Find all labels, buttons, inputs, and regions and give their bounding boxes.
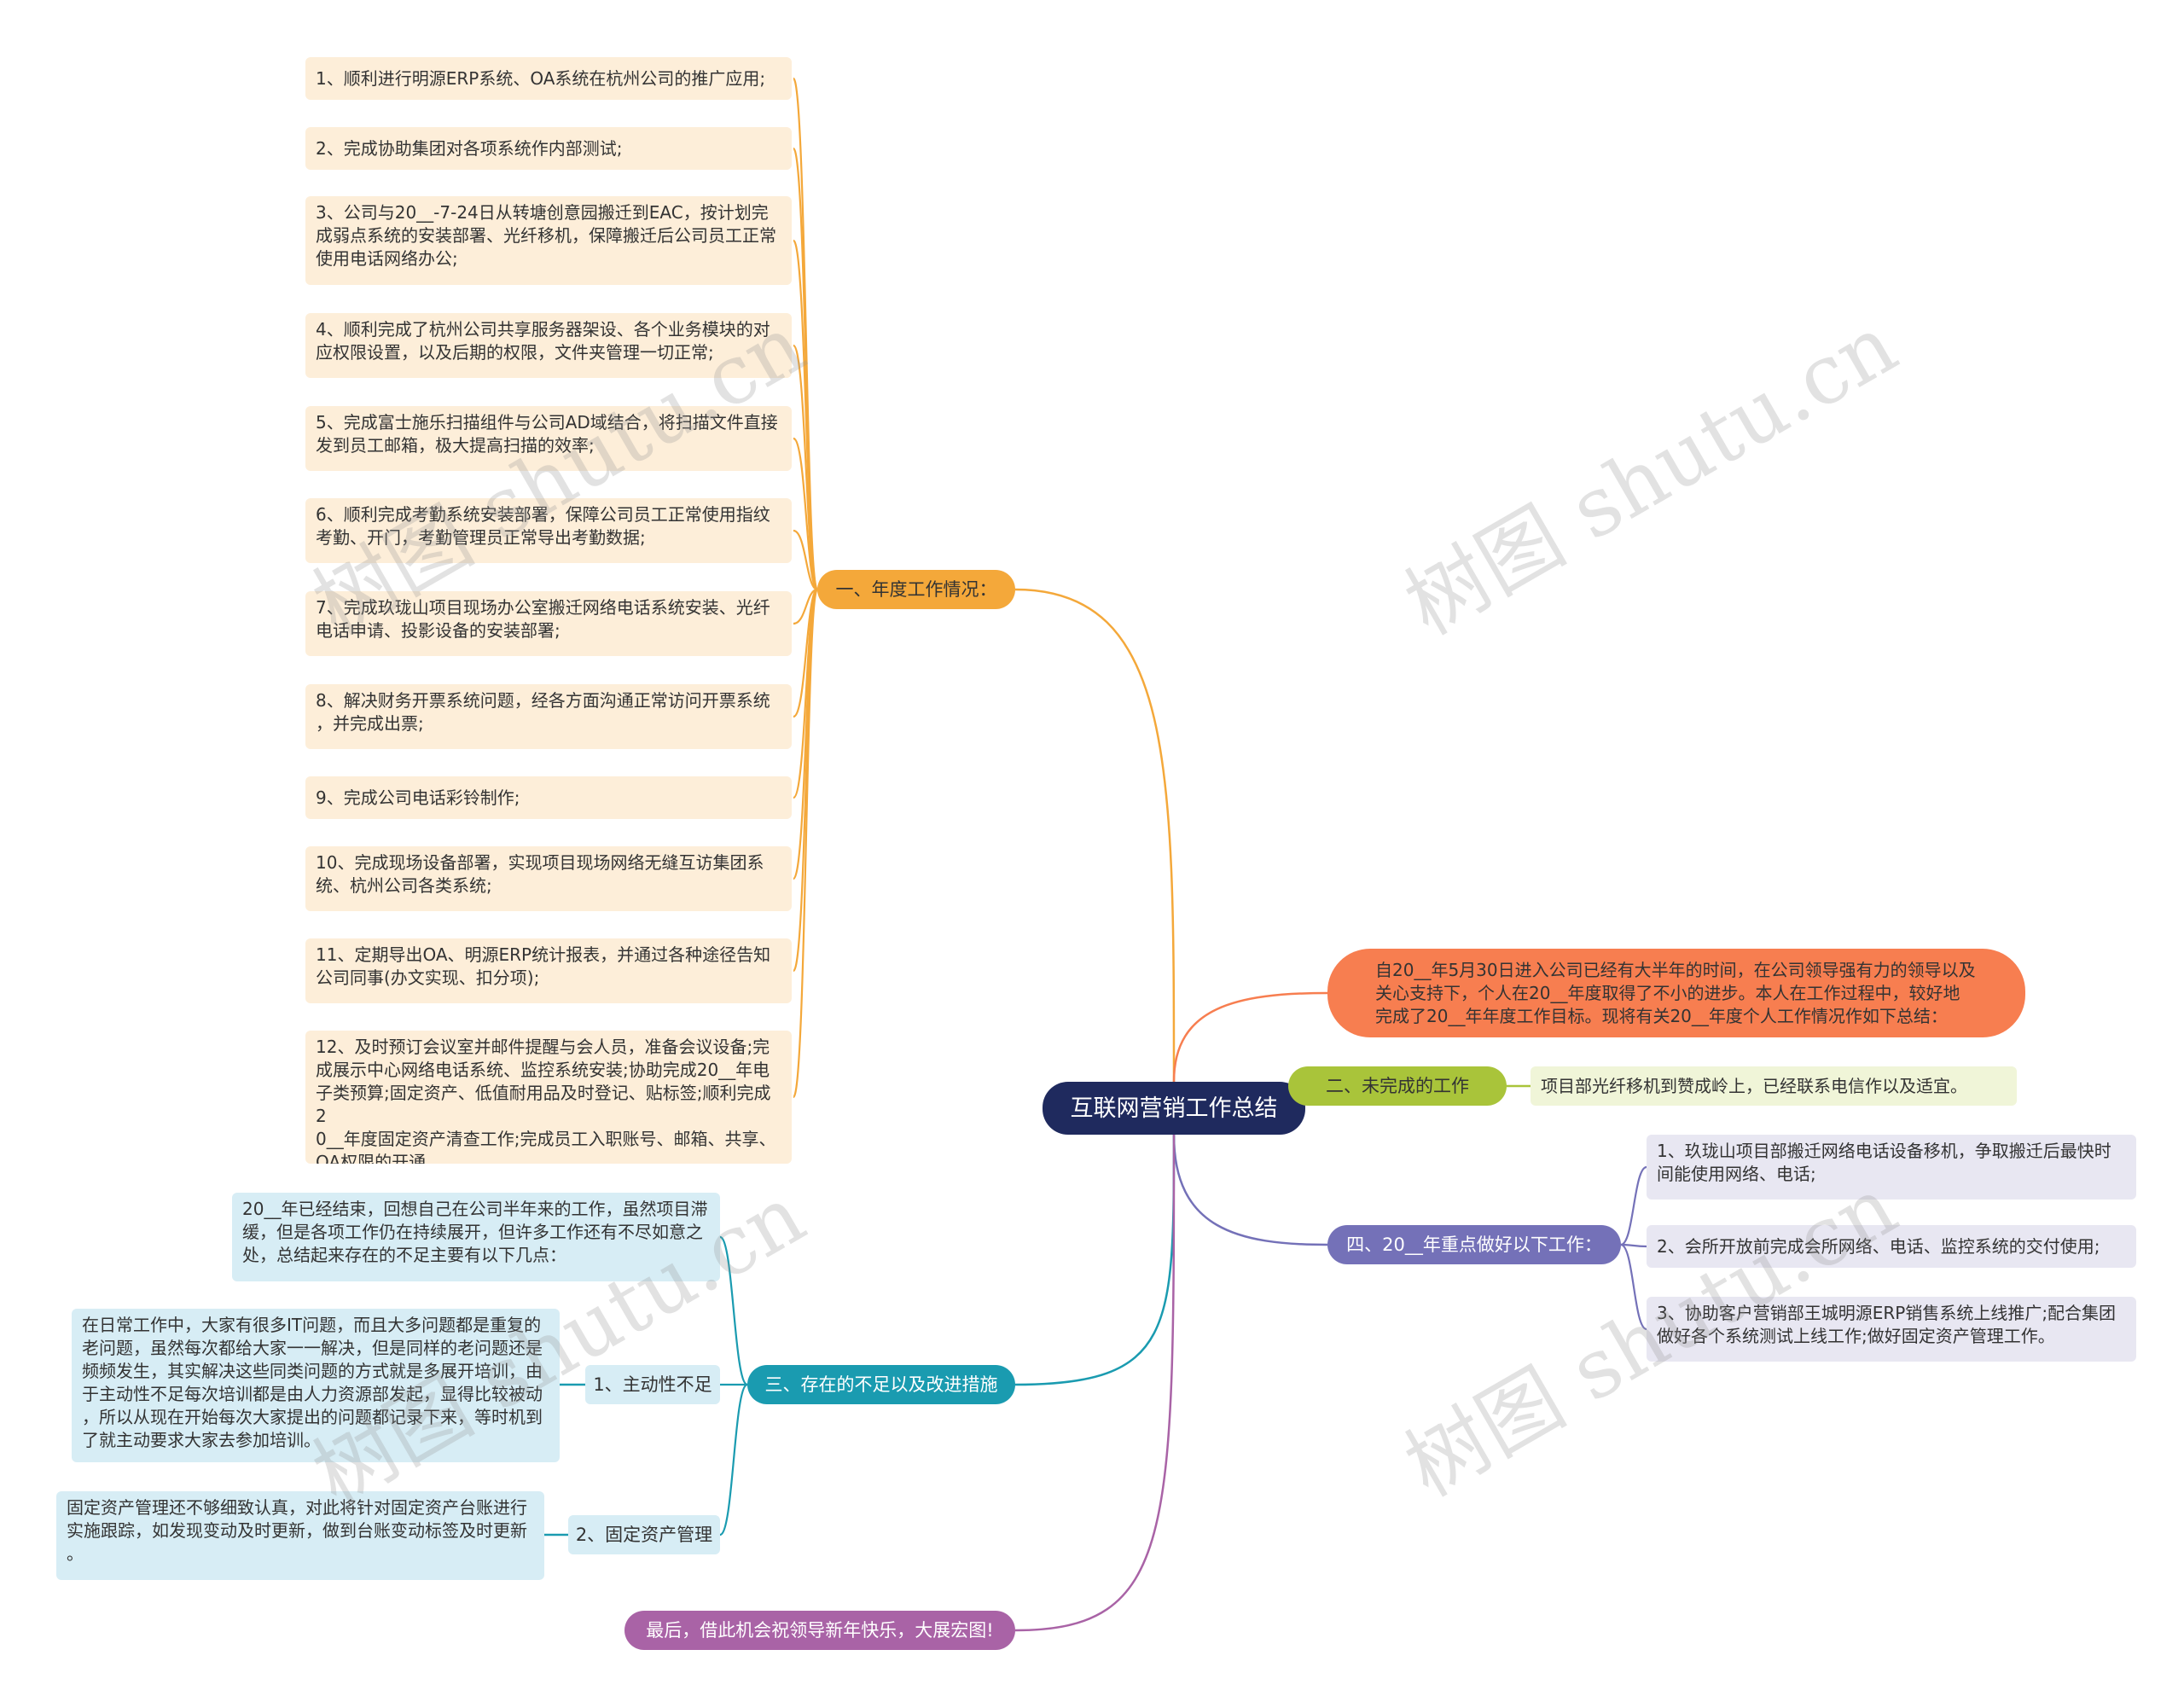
link-root-branch1 (1014, 588, 1176, 1083)
annual-item-9[interactable]: 9、完成公司电话彩铃制作; (305, 776, 792, 819)
link-annual-item (793, 529, 818, 591)
annual-item-4[interactable]: 4、顺利完成了杭州公司共享服务器架设、各个业务模块的对 应权限设置，以及后期的权… (305, 313, 792, 378)
link-next-year-item (1620, 1243, 1647, 1248)
annual-item-12[interactable]: 12、及时预订会议室并邮件提醒与会人员，准备会议设备;完 成展示中心网络电话系统… (305, 1031, 792, 1164)
next-year-item-2[interactable]: 2、会所开放前完成会所网络、电话、监控系统的交付使用; (1647, 1225, 2136, 1268)
link-root-branch4 (1172, 1134, 1328, 1246)
annual-item-7[interactable]: 7、完成玖珑山项目现场办公室搬迁网络电话系统安装、光纤 电话申请、投影设备的安装… (305, 591, 792, 656)
link-annual-item (792, 344, 819, 591)
sub-initiative[interactable]: 1、主动性不足 (585, 1365, 720, 1404)
annual-item-10[interactable]: 10、完成现场设备部署，实现项目现场网络无缝互访集团系 统、杭州公司各类系统; (305, 846, 792, 911)
link-annual-item (792, 588, 819, 1099)
link-shortcoming-sub (719, 1235, 748, 1386)
link-root-intro (1172, 991, 1328, 1083)
annual-item-5[interactable]: 5、完成富士施乐扫描组件与公司AD域结合，将扫描文件直接 发到员工邮箱，极大提高… (305, 406, 792, 471)
sub-fixed-assets[interactable]: 2、固定资产管理 (568, 1515, 720, 1554)
branch-unfinished-work[interactable]: 二、未完成的工作 (1288, 1066, 1507, 1106)
branch-next-year[interactable]: 四、20__年重点做好以下工作： (1327, 1225, 1621, 1264)
annual-item-8[interactable]: 8、解决财务开票系统问题，经各方面沟通正常访问开票系统 ，并完成出票; (305, 684, 792, 749)
unfinished-item[interactable]: 项目部光纤移机到赞成岭上，已经联系电信作以及适宜。 (1531, 1066, 2017, 1106)
link-root-branch5 (1014, 1134, 1176, 1632)
annual-item-2[interactable]: 2、完成协助集团对各项系统作内部测试; (305, 127, 792, 170)
annual-item-3[interactable]: 3、公司与20__-7-24日从转塘创意园搬迁到EAC，按计划完 成弱点系统的安… (305, 196, 792, 285)
link-shortcoming-sub (719, 1383, 748, 1536)
link-next-year-item (1620, 1165, 1647, 1246)
branch-annual-work[interactable]: 一、年度工作情况： (817, 570, 1015, 609)
link-root-branch3 (1014, 1134, 1176, 1386)
fixed-assets-detail[interactable]: 固定资产管理还不够细致认真，对此将针对固定资产台账进行 实施跟踪，如发现变动及时… (56, 1491, 544, 1580)
intro-topic[interactable]: 自20__年5月30日进入公司已经有大半年的时间，在公司领导强有力的领导以及 关… (1327, 949, 2025, 1037)
link-annual-item (793, 588, 818, 625)
annual-item-6[interactable]: 6、顺利完成考勤系统安装部署，保障公司员工正常使用指纹 考勤、开门，考勤管理员正… (305, 498, 792, 563)
next-year-item-1[interactable]: 1、玖珑山项目部搬迁网络电话设备移机，争取搬迁后最快时 间能使用网络、电话; (1647, 1135, 2136, 1200)
link-next-year-item (1620, 1243, 1647, 1331)
initiative-detail[interactable]: 在日常工作中，大家有很多IT问题，而且大多问题都是重复的 老问题，虽然每次都给大… (72, 1309, 560, 1462)
link-annual-item (792, 437, 819, 591)
next-year-item-3[interactable]: 3、协助客户营销部王城明源ERP销售系统上线推广;配合集团 做好各个系统测试上线… (1647, 1297, 2136, 1362)
branch-closing[interactable]: 最后，借此机会祝领导新年快乐，大展宏图! (624, 1611, 1015, 1650)
shortcomings-intro[interactable]: 20__年已经结束，回想自己在公司半年来的工作，虽然项目滞 缓，但是各项工作仍在… (232, 1193, 720, 1281)
branch-shortcomings[interactable]: 三、存在的不足以及改进措施 (747, 1365, 1015, 1404)
annual-item-1[interactable]: 1、顺利进行明源ERP系统、OA系统在杭州公司的推广应用; (305, 57, 792, 100)
link-annual-item (792, 588, 819, 973)
root-topic[interactable]: 互联网营销工作总结 (1043, 1082, 1305, 1135)
annual-item-11[interactable]: 11、定期导出OA、明源ERP统计报表，并通过各种途径告知 公司同事(办文实现、… (305, 938, 792, 1003)
link-annual-item (792, 147, 819, 591)
